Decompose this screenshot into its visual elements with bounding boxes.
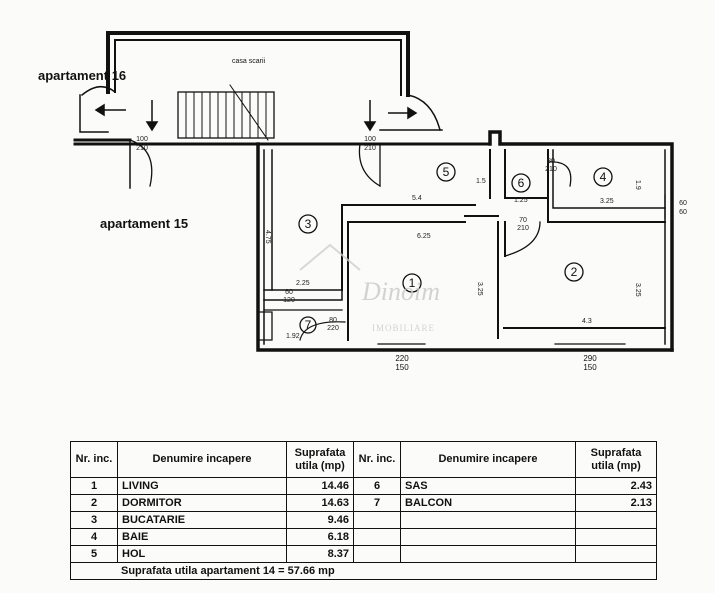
room-number-2: 2 xyxy=(571,265,578,279)
window-label-top: 220 xyxy=(395,354,409,363)
table-row: 5 HOL 8.37 xyxy=(70,545,657,563)
table-row: 1 LIVING 14.46 6 SAS 2.43 xyxy=(70,477,657,495)
window-label-bottom: 150 xyxy=(583,363,597,372)
cell-name-2: BALCON xyxy=(400,494,576,512)
door-label-top: 60 xyxy=(679,200,687,207)
table-row: 2 DORMITOR 14.63 7 BALCON 2.13 xyxy=(70,494,657,512)
rooms-table: Nr. inc. Denumire incapere Suprafata uti… xyxy=(70,441,657,580)
cell-name: HOL xyxy=(117,545,287,563)
stair-hall-wall xyxy=(106,31,410,97)
dimension: 4.75 xyxy=(264,230,271,244)
cell-area: 9.46 xyxy=(286,511,354,529)
door-label-top: 100 xyxy=(364,136,376,143)
dimension: 3.25 xyxy=(600,198,614,205)
header-area: Suprafata utila (mp) xyxy=(286,441,354,478)
door-label-top: 80 xyxy=(547,158,555,165)
cell-area: 14.63 xyxy=(286,494,354,512)
door-label-top: 60 xyxy=(285,289,293,296)
room-number-7: 7 xyxy=(305,318,312,332)
dimension: 4.3 xyxy=(582,318,592,325)
cell-name-2: SAS xyxy=(400,477,576,495)
cell-name: BUCATARIE xyxy=(117,511,287,529)
apartment-outer-wall xyxy=(256,142,674,352)
cell-nr-2 xyxy=(353,511,401,529)
cell-name: BAIE xyxy=(117,528,287,546)
cell-area: 8.37 xyxy=(286,545,354,563)
dimension: 1.9 xyxy=(634,180,641,190)
table-total-row: Suprafata utila apartament 14 = 57.66 mp xyxy=(70,562,657,580)
dimension: 2.25 xyxy=(296,280,310,287)
window-label-bottom: 150 xyxy=(395,363,409,372)
dimension: 1.25 xyxy=(514,197,528,204)
cell-area: 6.18 xyxy=(286,528,354,546)
cell-name-2 xyxy=(400,545,576,563)
floor-plan: 1 2 3 4 5 6 7 casa scarii apartament 16 … xyxy=(38,31,687,372)
cell-nr-2: 6 xyxy=(353,477,401,495)
cell-name: DORMITOR xyxy=(117,494,287,512)
door-label-top: 80 xyxy=(329,317,337,324)
svg-text:Dinoim: Dinoim xyxy=(361,277,440,306)
cell-name: LIVING xyxy=(117,477,287,495)
cell-name-2 xyxy=(400,511,576,529)
total-area: Suprafata utila apartament 14 = 57.66 mp xyxy=(70,562,657,580)
cell-nr: 3 xyxy=(70,511,118,529)
door-label-bottom: 220 xyxy=(327,325,339,332)
door-label-top: 100 xyxy=(136,136,148,143)
dimension: 6.25 xyxy=(417,233,431,240)
dimension: 3.25 xyxy=(476,282,483,296)
header-nr-2: Nr. inc. xyxy=(353,441,401,478)
door-label-bottom: 120 xyxy=(283,297,295,304)
table-header-row: Nr. inc. Denumire incapere Suprafata uti… xyxy=(70,441,657,478)
cell-area-2 xyxy=(575,528,657,546)
dimension: 1.5 xyxy=(476,178,486,185)
apartment-15-label: apartament 15 xyxy=(100,216,188,231)
door-label-bottom: 210 xyxy=(364,145,376,152)
dimension: 1.92 xyxy=(286,333,300,340)
room-number-1: 1 xyxy=(409,276,416,290)
header-area-2: Suprafata utila (mp) xyxy=(575,441,657,478)
dimension: 3.25 xyxy=(634,283,641,297)
door-label-bottom: 60 xyxy=(679,209,687,216)
dimension: 5.4 xyxy=(412,195,422,202)
table-row: 3 BUCATARIE 9.46 xyxy=(70,511,657,529)
room-number-3: 3 xyxy=(305,217,312,231)
apartment-16-label: apartament 16 xyxy=(38,68,126,83)
door-label-bottom: 210 xyxy=(136,145,148,152)
header-name: Denumire incapere xyxy=(117,441,287,478)
window-label-top: 290 xyxy=(583,354,597,363)
cell-name-2 xyxy=(400,528,576,546)
cell-area-2 xyxy=(575,511,657,529)
header-nr: Nr. inc. xyxy=(70,441,118,478)
room-number-4: 4 xyxy=(600,170,607,184)
cell-nr: 2 xyxy=(70,494,118,512)
cell-area-2: 2.13 xyxy=(575,494,657,512)
cell-nr: 4 xyxy=(70,528,118,546)
cell-nr: 5 xyxy=(70,545,118,563)
cell-area-2 xyxy=(575,545,657,563)
svg-text:IMOBILIARE: IMOBILIARE xyxy=(372,323,435,333)
cell-nr: 1 xyxy=(70,477,118,495)
cell-area-2: 2.43 xyxy=(575,477,657,495)
room-number-6: 6 xyxy=(518,176,525,190)
door-label-bottom: 210 xyxy=(517,225,529,232)
stair-hall-label: casa scarii xyxy=(232,58,266,65)
header-name-2: Denumire incapere xyxy=(400,441,576,478)
cell-nr-2 xyxy=(353,545,401,563)
cell-nr-2: 7 xyxy=(353,494,401,512)
cell-area: 14.46 xyxy=(286,477,354,495)
watermark-logo: Dinoim IMOBILIARE xyxy=(299,243,440,333)
door-label-bottom: 210 xyxy=(545,166,557,173)
cell-nr-2 xyxy=(353,528,401,546)
table-row: 4 BAIE 6.18 xyxy=(70,528,657,546)
room-number-5: 5 xyxy=(443,165,450,179)
door-label-top: 70 xyxy=(519,217,527,224)
